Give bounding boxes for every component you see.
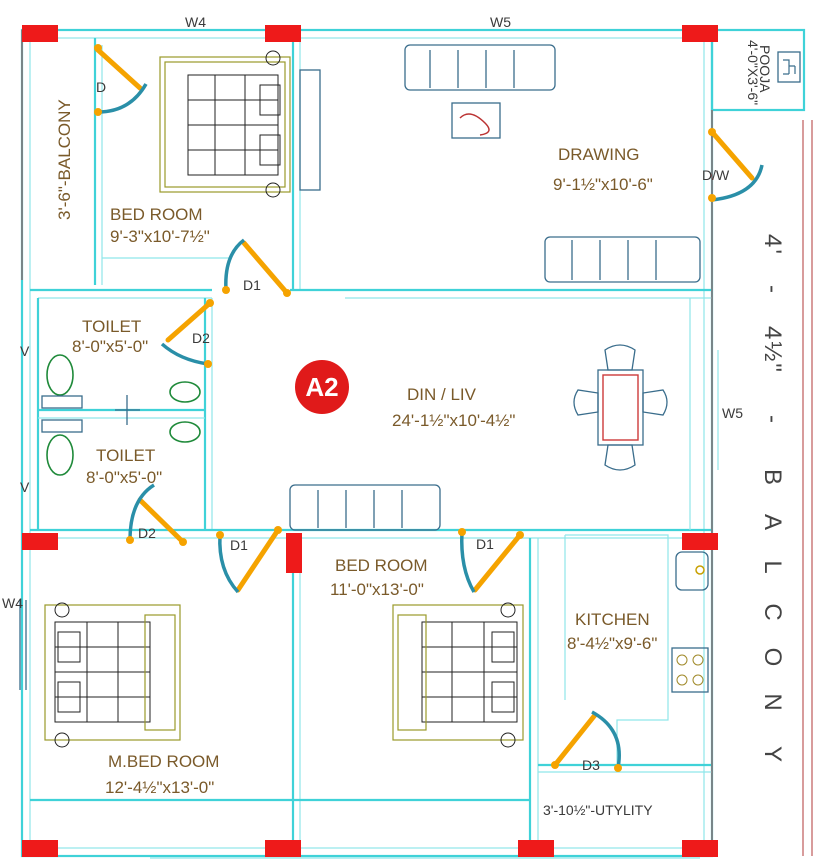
room-labels: 3'-6"-BALCONY BED ROOM 9'-3"x10'-7½" DRA… bbox=[55, 40, 773, 818]
mbed-name: M.BED ROOM bbox=[108, 752, 219, 771]
door-d1-bed bbox=[460, 531, 523, 593]
balcony-letter-2: L bbox=[759, 560, 786, 575]
doors bbox=[94, 44, 764, 772]
balcony-size-0: 4' bbox=[759, 234, 786, 256]
balcony-letter-1: A bbox=[759, 514, 786, 532]
door-d2-upper-label: D2 bbox=[192, 330, 210, 346]
sofa-top bbox=[404, 44, 556, 91]
door-d1-mbed-label: D1 bbox=[230, 537, 248, 553]
toilet1-size: 8'-0"x5'-0" bbox=[72, 337, 148, 356]
door-d3 bbox=[552, 710, 621, 769]
kitchen-size: 8'-4½"x9'-6" bbox=[567, 634, 657, 653]
door-d2-upper bbox=[160, 300, 213, 366]
door-d-top-left bbox=[95, 47, 148, 114]
toilet2-name: TOILET bbox=[96, 446, 155, 465]
door-d1-top-label: D1 bbox=[243, 277, 261, 293]
bed-top bbox=[159, 50, 291, 198]
toilet1-name: TOILET bbox=[82, 317, 141, 336]
kitchen-name: KITCHEN bbox=[575, 610, 650, 629]
pooja-icon bbox=[777, 51, 801, 83]
toilet-fixtures bbox=[41, 354, 201, 476]
bedroom-top-name: BED ROOM bbox=[110, 205, 203, 224]
utility-label: 3'-10½"-UTYLITY bbox=[543, 802, 653, 818]
v-lower-label: V bbox=[20, 479, 30, 495]
bed-mbed bbox=[44, 602, 181, 748]
walls bbox=[20, 28, 813, 858]
door-d2-lower-label: D2 bbox=[138, 525, 156, 541]
sofa-bottom-drawing bbox=[544, 236, 701, 283]
balcony-letter-4: O bbox=[759, 648, 786, 669]
bed-mid bbox=[392, 602, 524, 748]
door-dw-label: D/W bbox=[702, 167, 730, 183]
bedroom-mid-size: 11'-0"x13'-0" bbox=[330, 580, 424, 599]
balcony-size-3: - bbox=[759, 415, 786, 425]
balcony-letter-3: C bbox=[759, 603, 786, 622]
plan-marker: A2 bbox=[295, 360, 349, 414]
bedroom-mid-name: BED ROOM bbox=[335, 556, 428, 575]
balcony-left-label: 3'-6"-BALCONY bbox=[55, 99, 74, 220]
balcony-letter-5: N bbox=[759, 693, 786, 712]
door-dw bbox=[709, 129, 764, 202]
din-liv-name: DIN / LIV bbox=[407, 385, 477, 404]
v-upper-label: V bbox=[20, 343, 30, 359]
toilet2-size: 8'-0"x5'-0" bbox=[86, 468, 162, 487]
balcony-size-1: - bbox=[759, 285, 786, 295]
plan-marker-text: A2 bbox=[305, 372, 338, 402]
balcony-right: 4' - 4½" - B A L C O N Y bbox=[759, 234, 786, 764]
pooja-size: 4'-0"X3'-6" bbox=[745, 40, 761, 105]
drawing-name: DRAWING bbox=[558, 145, 640, 164]
door-d1-top bbox=[224, 238, 290, 296]
door-d2-lower bbox=[128, 483, 186, 545]
door-d1-bed-label: D1 bbox=[476, 536, 494, 552]
furniture bbox=[19, 44, 801, 748]
w5-top-label: W5 bbox=[490, 14, 511, 30]
sofa-din bbox=[289, 484, 441, 531]
dining-table bbox=[573, 344, 668, 471]
w4-left-label: W4 bbox=[2, 595, 23, 611]
door-d1-mbed bbox=[218, 527, 281, 594]
pooja-name: POOJA bbox=[757, 45, 773, 93]
bedroom-top-size: 9'-3"x10'-7½" bbox=[110, 227, 210, 246]
door-d-label: D bbox=[96, 79, 106, 95]
columns bbox=[22, 25, 718, 857]
mbed-size: 12'-4½"x13'-0" bbox=[105, 778, 214, 797]
din-liv-size: 24'-1½"x10'-4½" bbox=[392, 411, 515, 430]
balcony-letter-6: Y bbox=[759, 746, 786, 764]
kitchen-fixtures bbox=[671, 551, 709, 693]
door-d3-label: D3 bbox=[582, 757, 600, 773]
balcony-size-2: 4½" bbox=[759, 326, 786, 374]
drawing-size: 9'-1½"x10'-6" bbox=[553, 175, 653, 194]
balcony-letter-0: B bbox=[759, 469, 786, 487]
opening-labels: W4 W5 W5 W4 V V D D1 D/W D2 D2 D1 D1 D3 bbox=[2, 14, 743, 773]
w5-right-label: W5 bbox=[722, 405, 743, 421]
w4-top-label: W4 bbox=[185, 14, 206, 30]
